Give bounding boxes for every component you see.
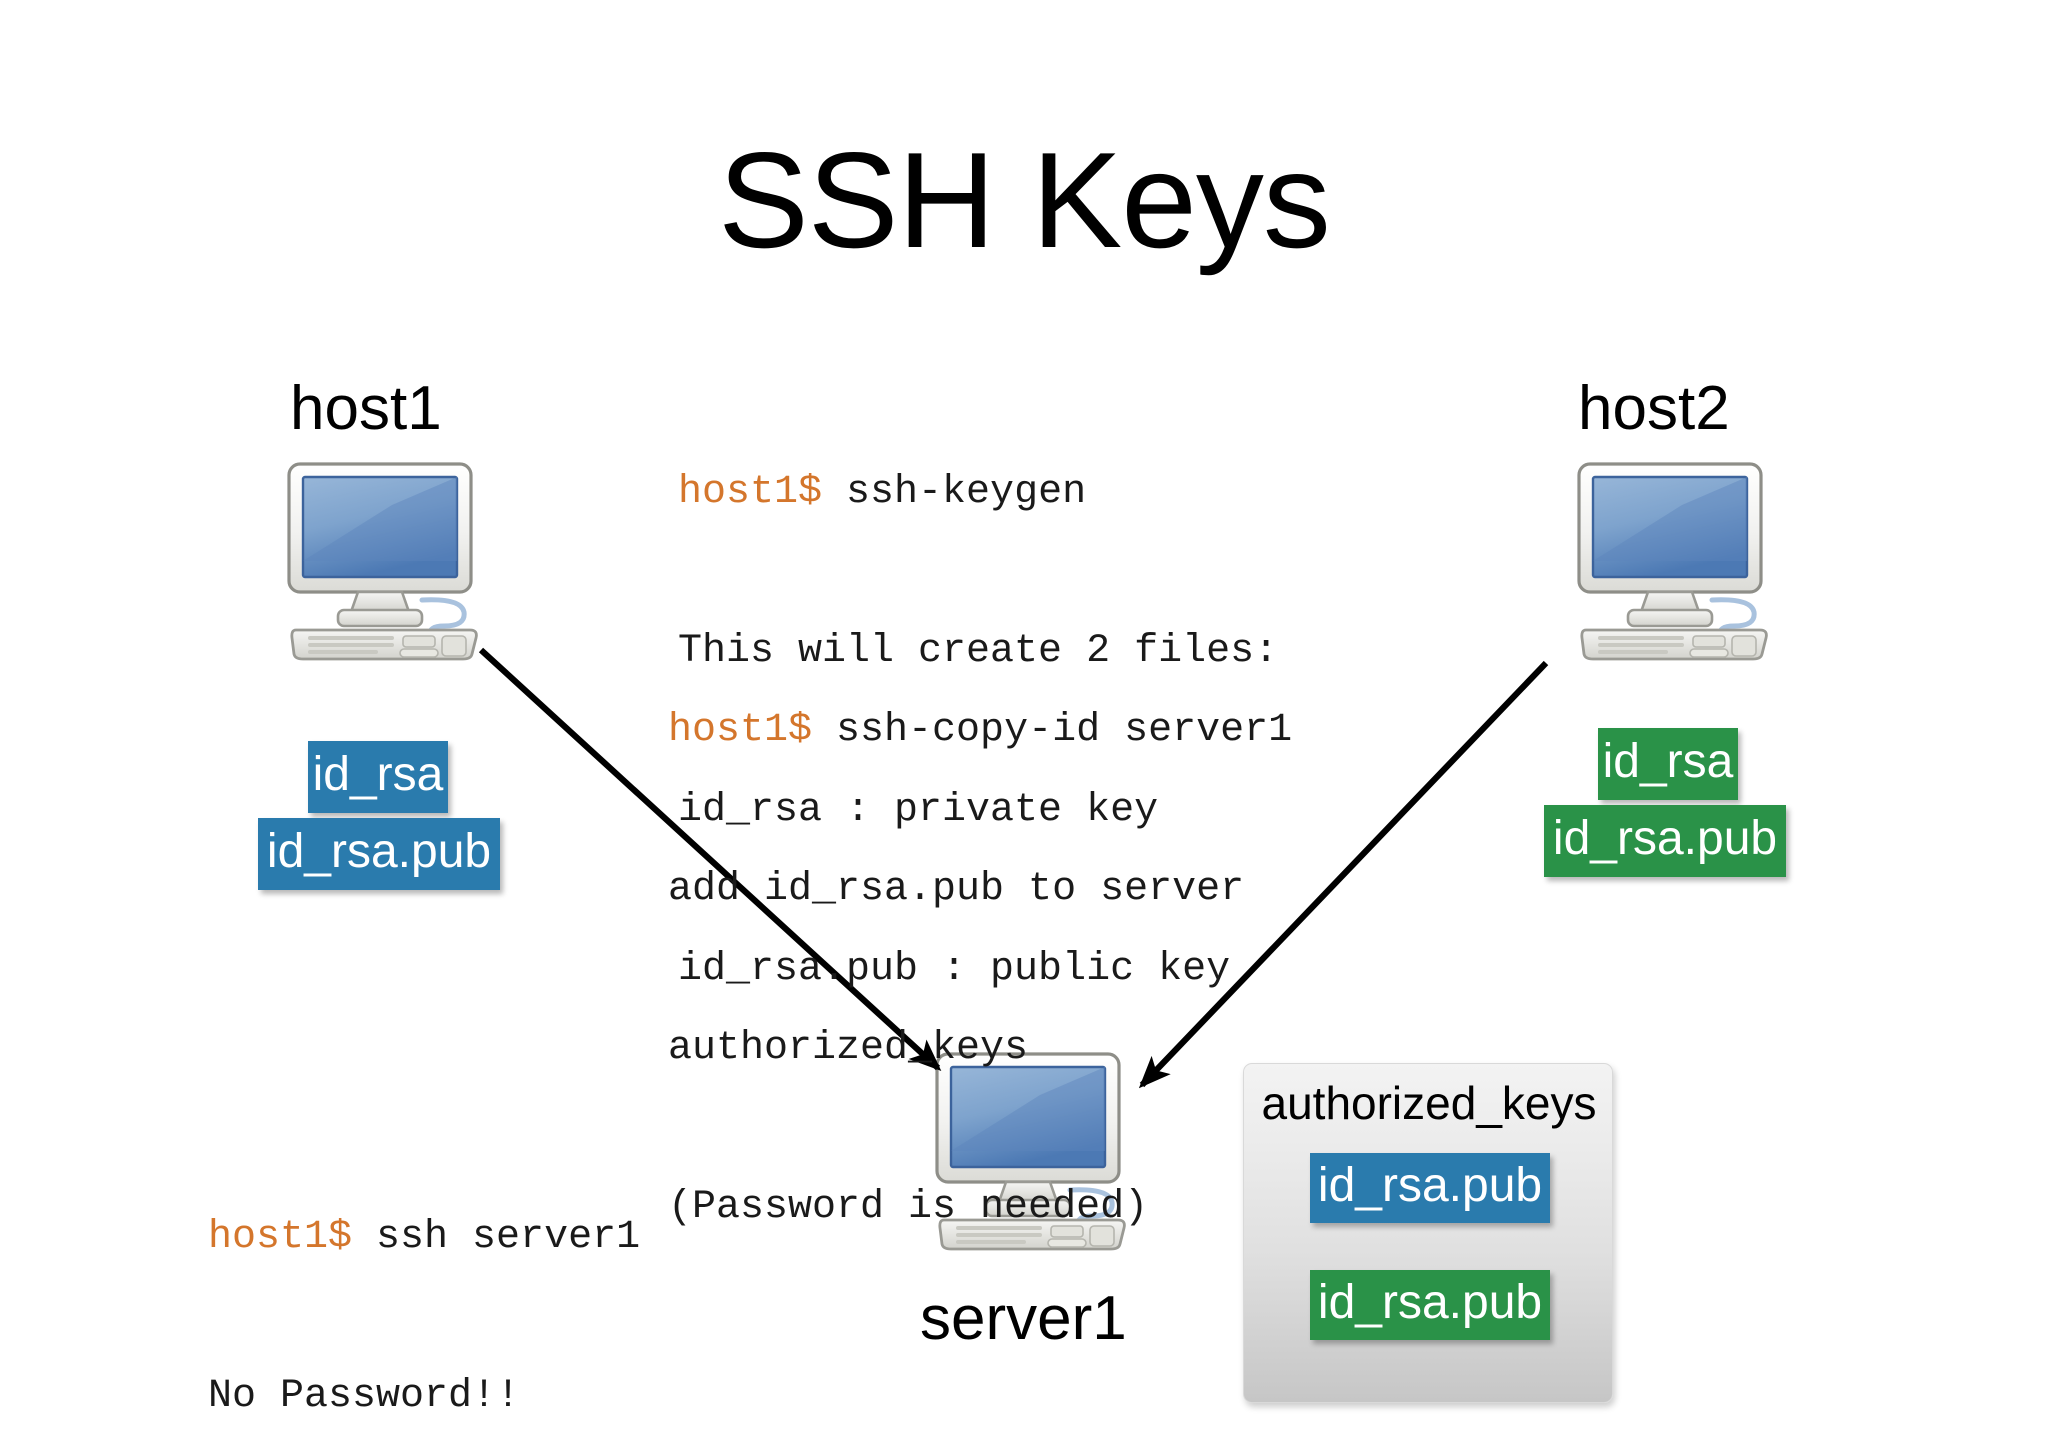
host2-private-key-badge: id_rsa	[1598, 728, 1738, 800]
terminal-keygen-command-line: host1$ ssh-keygen	[678, 466, 1278, 519]
host2-label: host2	[1578, 374, 1730, 443]
terminal-keygen-command: ssh-keygen	[822, 470, 1087, 515]
terminal-copyid-line-2: (Password is needed)	[668, 1185, 1149, 1230]
terminal-copyid-line-0: add id_rsa.pub to server	[668, 867, 1245, 912]
terminal-keygen-prompt: host1$	[678, 470, 823, 515]
terminal-copyid-line-1: authorized_keys	[668, 1026, 1029, 1071]
server1-computer-icon	[920, 1050, 1150, 1255]
terminal-block-login: host1$ ssh server1 No Password!!	[208, 1105, 640, 1447]
page-title: SSH Keys	[718, 124, 1331, 276]
host1-private-key-badge: id_rsa	[308, 741, 448, 813]
authorized-keys-title: authorized_keys	[1261, 1077, 1597, 1129]
terminal-keygen-line-0: This will create 2 files:	[678, 629, 1279, 674]
host2-computer-icon	[1562, 460, 1792, 665]
terminal-login-command-line: host1$ ssh server1	[208, 1211, 640, 1264]
terminal-copyid-prompt: host1$	[668, 708, 813, 753]
host1-public-key-badge: id_rsa.pub	[258, 818, 500, 890]
host2-public-key-badge: id_rsa.pub	[1544, 805, 1786, 877]
terminal-keygen-line-2: id_rsa.pub : public key	[678, 947, 1231, 992]
terminal-login-command: ssh server1	[352, 1215, 641, 1260]
authorized-keys-panel: authorized_keys	[1243, 1063, 1613, 1403]
authorized-keys-entry-host2: id_rsa.pub	[1310, 1270, 1550, 1340]
server1-label: server1	[920, 1284, 1127, 1353]
host1-computer-icon	[272, 460, 502, 665]
terminal-login-prompt: host1$	[208, 1215, 353, 1260]
terminal-copyid-command-line: host1$ ssh-copy-id server1	[668, 704, 1292, 757]
host1-label: host1	[290, 374, 442, 443]
terminal-login-line-0: No Password!!	[208, 1374, 521, 1419]
terminal-keygen-line-1: id_rsa : private key	[678, 788, 1159, 833]
terminal-block-copyid: host1$ ssh-copy-id server1 add id_rsa.pu…	[668, 598, 1292, 1340]
terminal-copyid-command: ssh-copy-id server1	[812, 708, 1293, 753]
terminal-block-keygen: host1$ ssh-keygen This will create 2 fil…	[678, 360, 1278, 1102]
authorized-keys-entry-host1: id_rsa.pub	[1310, 1153, 1550, 1223]
